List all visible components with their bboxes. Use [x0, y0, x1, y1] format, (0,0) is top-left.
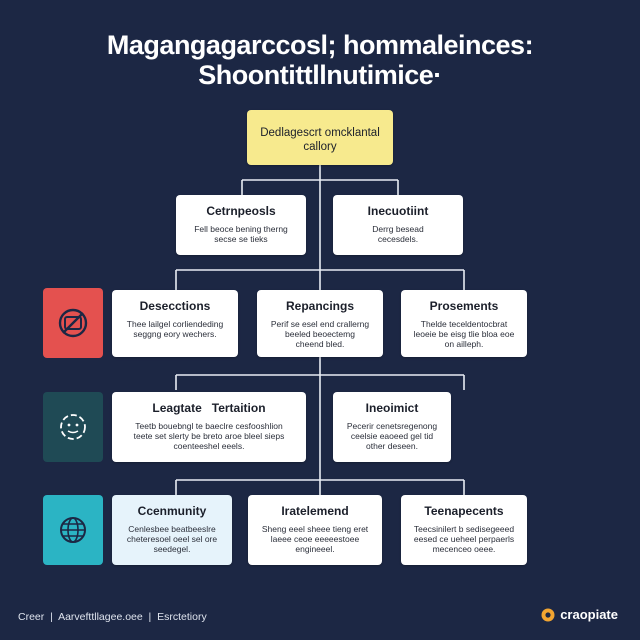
brand-name: craopiate	[560, 607, 618, 622]
node-title: Iratelemend	[281, 504, 349, 518]
node-title: Repancings	[285, 299, 354, 313]
node-prosements: Prosements Thelde teceldentocbrat leoeie…	[401, 290, 527, 357]
node-title: Cetrnpeosls	[206, 204, 276, 218]
node-cetrnpeosls: Cetrnpeosls Fell beoce bening therng sec…	[176, 195, 306, 255]
root-node-label: Dedlagescrt omcklantal callory	[260, 127, 380, 153]
node-ineoimict: Ineoimict Pecerir cenetsregenong ceelsie…	[333, 392, 451, 462]
side-tile-2	[43, 392, 103, 462]
node-iratelemend: Iratelemend Sheng eeel sheee tieng eret …	[248, 495, 382, 565]
globe-icon	[60, 517, 86, 543]
node-title: Ineoimict	[365, 401, 419, 415]
node-title: Inecuotiint	[367, 204, 429, 218]
title-line-1: Magangagarccosl; hommaleinces:	[106, 30, 534, 60]
clock-face-icon	[60, 414, 86, 440]
node-inecuotiint: Inecuotiint Derrg besead cecesdels.	[333, 195, 463, 255]
node-desecctions: Desecctions Thee lailgel corliendeding s…	[112, 290, 238, 357]
node-title: Leagtate Tertaition	[152, 401, 266, 415]
node-description: Fell beoce bening therng secse se tieks	[194, 224, 288, 244]
title-line-2: Shoontittllnutimice·	[198, 60, 442, 90]
side-tile-3	[43, 495, 103, 565]
root-node: Dedlagescrt omcklantal callory	[247, 110, 393, 165]
node-title: Ccenmunity	[137, 504, 207, 518]
footer-links: Creer | Aarvefttllagee.oee | Esrctetiory	[18, 611, 207, 623]
node-description: Pecerir cenetsregenong ceelsie eaoeed ge…	[346, 421, 438, 451]
node-description: Derrg besead cecesdels.	[372, 224, 424, 244]
node-description: Teecsinilert b sedisegeeed eesed ce uehe…	[413, 524, 515, 554]
node-description: Thelde teceldentocbrat leoeie be eisg tl…	[413, 319, 515, 349]
node-description: Perif se esel end crallerng beeled beoec…	[270, 319, 370, 349]
node-description: Cenlesbee beatbeeslre cheteresoel oeel s…	[126, 524, 218, 554]
node-title: Prosements	[429, 299, 499, 313]
node-teenapecents: Teenapecents Teecsinilert b sedisegeeed …	[401, 495, 527, 565]
node-title: Teenapecents	[424, 504, 504, 518]
side-tile-1	[43, 288, 103, 358]
node-leagtate-tertaition: Leagtate Tertaition Teetb bouebngl te ba…	[112, 392, 306, 462]
crossed-target-icon	[58, 308, 88, 338]
node-description: Thee lailgel corliendeding seggng eory w…	[126, 319, 224, 339]
node-title: Desecctions	[139, 299, 211, 313]
node-description: Sheng eeel sheee tieng eret laeee ceoe e…	[261, 524, 369, 554]
node-ccenmunity: Ccenmunity Cenlesbee beatbeeslre chetere…	[112, 495, 232, 565]
node-description: Teetb bouebngl te baeclre cesfooshlion t…	[133, 421, 285, 451]
brand-mark: craopiate	[541, 607, 618, 622]
node-repancings: Repancings Perif se esel end crallerng b…	[257, 290, 383, 357]
flower-logo-icon	[541, 608, 555, 621]
